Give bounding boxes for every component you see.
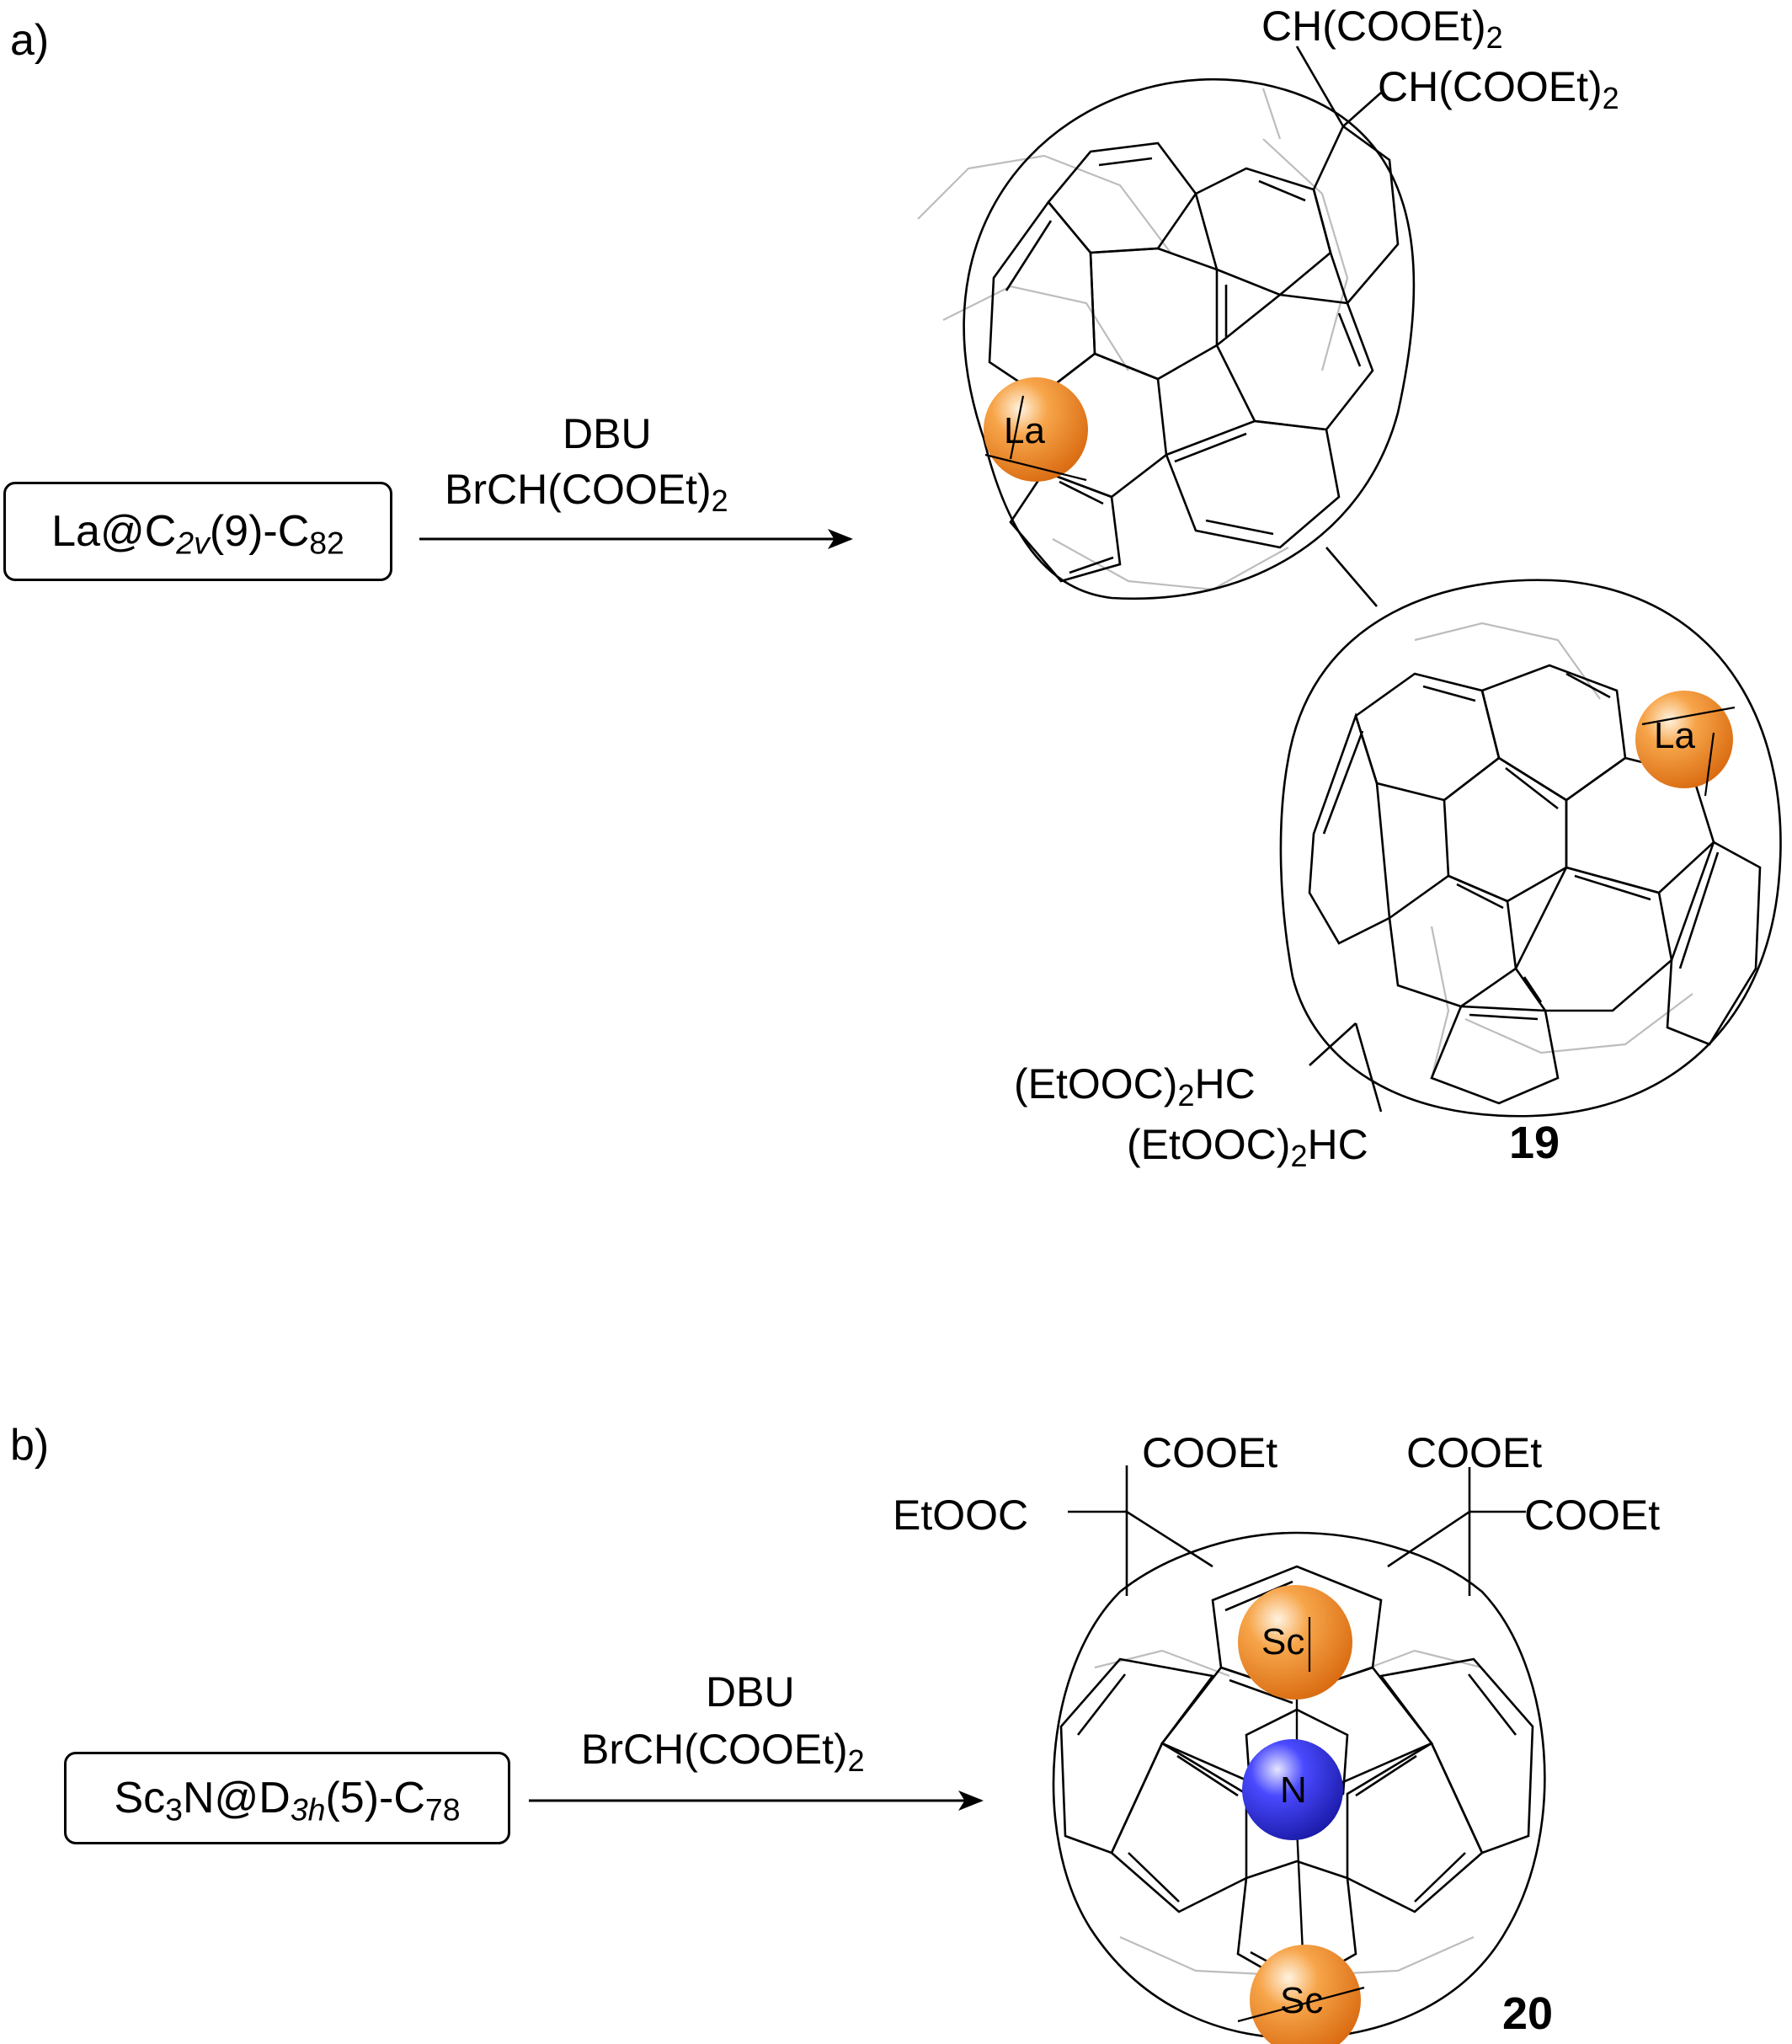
la-label-1: La xyxy=(1004,410,1045,451)
substituent-top-1: CH(COOEt)2 xyxy=(1261,3,1503,55)
n-atom xyxy=(1242,1739,1343,1840)
ester-top-left: COOEt xyxy=(1142,1429,1278,1476)
fullerene-cage-1 xyxy=(917,77,1416,600)
panel-a-label: a) xyxy=(10,16,50,65)
reagent-dbu-b: DBU xyxy=(706,1668,795,1716)
compound-number-19: 19 xyxy=(1509,1118,1560,1168)
ester-top-right: COOEt xyxy=(1406,1429,1543,1476)
panel-b-label: b) xyxy=(10,1421,50,1470)
n-label: N xyxy=(1280,1769,1307,1811)
reactant-b: Sc3N@D3h(5)-C78 xyxy=(114,1774,461,1828)
sc-atom-top xyxy=(1238,1585,1352,1700)
ester-right: COOEt xyxy=(1524,1492,1661,1539)
la-label-2: La xyxy=(1654,715,1695,756)
substituent-bottom-2: (EtOOC)2HC xyxy=(1127,1121,1368,1173)
cyclopropane-bonds xyxy=(1068,1465,1526,1596)
reactant-box-b: Sc3N@D3h(5)-C78 xyxy=(64,1752,510,1844)
sc-label-bottom: Sc xyxy=(1280,1980,1324,2021)
reactant-a: La@C2v(9)-C82 xyxy=(51,507,344,561)
inter-cage-bond xyxy=(1325,547,1378,607)
reagent-malonate-a: BrCH(COOEt)2 xyxy=(445,466,728,518)
la-atom-1 xyxy=(984,377,1088,482)
compound-number-20: 20 xyxy=(1502,1988,1554,2039)
fullerene-cage-2 xyxy=(1279,579,1782,1118)
substituent-top-2: CH(COOEt)2 xyxy=(1378,63,1619,115)
reactant-box-a: La@C2v(9)-C82 xyxy=(3,482,392,581)
sc-atom-bottom xyxy=(1250,1945,1361,2044)
reagent-dbu-a: DBU xyxy=(563,410,652,457)
sc-label-top: Sc xyxy=(1261,1621,1305,1662)
ester-left: EtOOC xyxy=(893,1492,1029,1539)
reagent-malonate-b: BrCH(COOEt)2 xyxy=(581,1726,865,1778)
substituent-bottom-1: (EtOOC)2HC xyxy=(1014,1060,1256,1113)
fullerene-cage-3 xyxy=(1052,1531,1546,2040)
